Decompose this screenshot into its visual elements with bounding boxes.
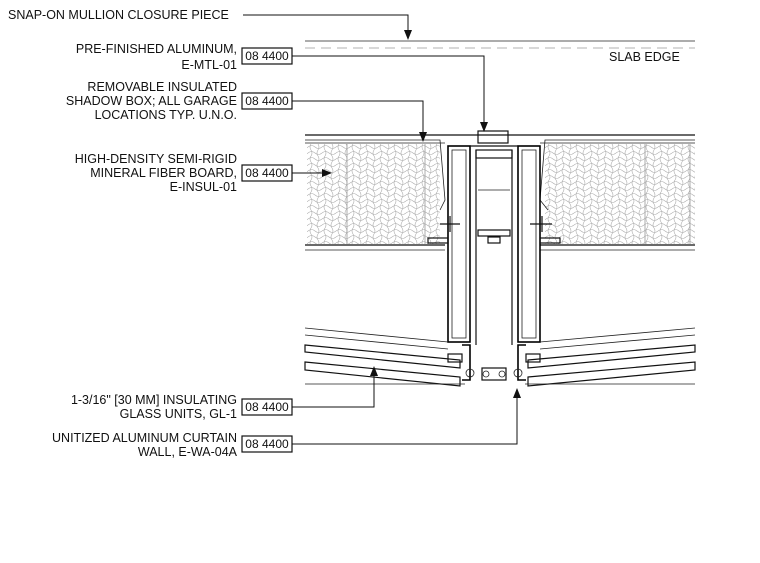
pressure-cap [462,344,526,381]
leader-prefinished [292,55,485,130]
spec-tag-shadowbox: 08 4400 [245,94,289,108]
callout-mineral-l2: MINERAL FIBER BOARD, [90,166,237,180]
leader-igu [292,368,375,408]
arrowhead-shadowbox [419,132,427,142]
leader-shadowbox [292,100,424,140]
callout-shadowbox-l2: SHADOW BOX; ALL GARAGE [66,94,237,108]
mullion-left [427,145,471,343]
glazing-right [525,327,696,387]
spec-tag-curtainwall: 08 4400 [245,437,289,451]
callout-prefinished-l2: E-MTL-01 [181,58,237,72]
callout-mineral-l1: HIGH-DENSITY SEMI-RIGID [75,152,237,166]
spec-tag-igu: 08 4400 [245,400,289,414]
shadow-box-faces [305,134,695,251]
spec-tag-mineral: 08 4400 [245,166,289,180]
callout-igu-l1: 1-3/16" [30 MM] INSULATING [71,393,237,407]
callout-curtainwall-l2: WALL, E-WA-04A [138,445,238,459]
callout-prefinished-l1: PRE-FINISHED ALUMINUM, [76,42,237,56]
arrowhead-snap-on [404,30,412,40]
insulation-right [545,144,695,244]
callout-curtainwall-l1: UNITIZED ALUMINUM CURTAIN [52,431,237,445]
arrowhead-mineral [322,169,332,177]
arrowhead-curtainwall [513,388,521,398]
glazing-left [304,327,463,387]
callout-mineral-l3: E-INSUL-01 [170,180,237,194]
callout-shadowbox-l3: LOCATIONS TYP. U.N.O. [95,108,237,122]
snap-on-closure-piece [470,130,518,147]
callout-snap-on: SNAP-ON MULLION CLOSURE PIECE [8,8,229,22]
mullion-right [517,145,561,343]
mullion-center-tube [475,149,513,345]
spec-tag-prefinished: 08 4400 [245,49,289,63]
arrowhead-prefinished [480,122,488,132]
arrowhead-igu [370,366,378,376]
leader-curtainwall [292,390,518,445]
callout-shadowbox-l1: REMOVABLE INSULATED [87,80,237,94]
insulation-left [307,144,440,244]
slab-edge-label: SLAB EDGE [609,50,680,64]
slab-edge [305,40,695,49]
callout-igu-l2: GLASS UNITS, GL-1 [120,407,237,421]
leader-snap-on [243,14,409,38]
